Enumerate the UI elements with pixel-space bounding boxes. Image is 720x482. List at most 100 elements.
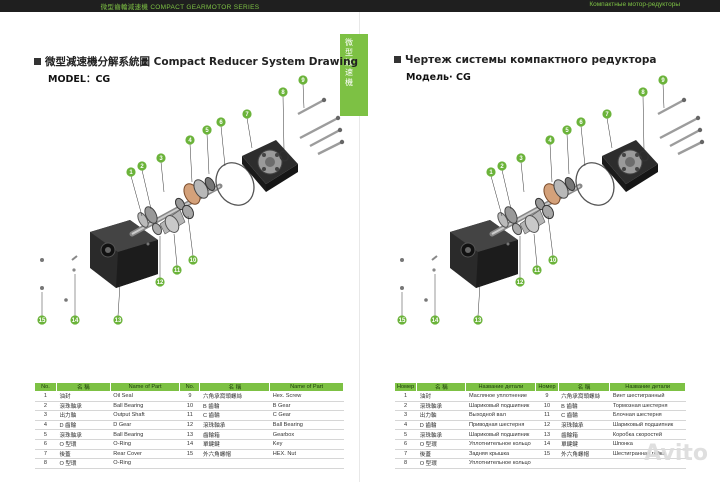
table-cell: 齒輪箱 [199, 429, 270, 440]
rear-cover-part [242, 140, 298, 192]
callout-3: 3 [156, 153, 166, 163]
table-cell: Тормозная шестерня [609, 401, 686, 412]
hex-screws-part [297, 97, 345, 156]
table-cell: 單鍵鍵 [558, 439, 610, 450]
column-header: Название детали [465, 382, 537, 392]
column-header: Название детали [609, 382, 686, 392]
table-cell: 14 [179, 439, 200, 450]
table-cell: O 型環 [56, 439, 111, 450]
callout-label: 13 [475, 318, 482, 324]
callout-14: 14 [430, 315, 440, 325]
table-cell: O 型環 [416, 458, 466, 469]
table-cell: Шариковый подшипник [465, 401, 536, 412]
table-cell: Винт шестигранный [609, 391, 686, 402]
column-header: Name of Part [109, 382, 181, 392]
table-cell [535, 458, 559, 469]
gearbox-part [90, 220, 158, 288]
callout-label: 12 [517, 280, 524, 286]
table-cell: 六角承窩頭螺絲 [558, 391, 610, 402]
callout-6: 6 [576, 117, 586, 127]
table-cell: 7 [394, 449, 417, 460]
watermark: Avito [644, 441, 708, 466]
callout-label: 6 [579, 120, 583, 126]
key-part [431, 255, 438, 261]
table-cell: D 齒輪 [56, 420, 111, 431]
callout-14: 14 [70, 315, 80, 325]
table-cell: 後蓋 [416, 449, 466, 460]
table-cell [558, 458, 610, 469]
table-cell: Шариковый подшипник [609, 420, 686, 431]
gear-cluster [159, 177, 216, 235]
table-cell: 8 [394, 458, 417, 469]
callout-3: 3 [516, 153, 526, 163]
table-cell: Приводная шестерня [465, 420, 536, 431]
table-cell: 齒輪箱 [558, 429, 610, 440]
table-cell: Блочная шестерня [609, 410, 686, 421]
right-model: Модель· CG [406, 72, 471, 83]
callout-12: 12 [155, 277, 165, 287]
top-bar: 微型齒輪減速機 COMPACT GEARMOTOR SERIES Компакт… [0, 0, 720, 12]
callout-label: 7 [245, 112, 249, 118]
table-cell: B Gear [269, 401, 344, 412]
table-cell: 外六角螺帽 [558, 449, 610, 460]
column-header: Номер [393, 382, 418, 392]
table-cell: 滾珠軸承 [558, 420, 610, 431]
table-cell: 滾珠軸承 [416, 401, 466, 412]
callout-4: 4 [545, 135, 555, 145]
table-cell: Шпонка [609, 439, 686, 450]
callout-label: 15 [39, 318, 46, 324]
table-cell: 出力軸 [56, 410, 111, 421]
callout-label: 9 [301, 78, 305, 84]
table-cell: C Gear [269, 410, 344, 421]
column-header: 名 稱 [416, 382, 467, 392]
side-tab: 微型減速機 [340, 34, 360, 116]
table-cell: D Gear [110, 420, 180, 431]
callout-5: 5 [202, 125, 212, 135]
table-cell: 14 [535, 439, 559, 450]
table-cell: 13 [179, 429, 200, 440]
table-cell: 滾珠軸承 [416, 429, 466, 440]
table-cell: 4 [394, 420, 417, 431]
callout-label: 3 [159, 156, 163, 162]
callout-12: 12 [515, 277, 525, 287]
small-o-ring-part [279, 150, 289, 162]
side-tab-label: 微型減速機 [345, 38, 353, 87]
table-cell: 10 [179, 401, 200, 412]
callout-8: 8 [278, 87, 288, 97]
table-cell: Ball Bearing [269, 420, 344, 431]
table-cell: 11 [535, 410, 559, 421]
table-cell: Задняя крышка [465, 449, 536, 460]
table-cell: Key [269, 439, 344, 450]
callout-label: 11 [174, 268, 181, 274]
callout-15: 15 [397, 315, 407, 325]
callout-11: 11 [172, 265, 182, 275]
table-cell: 9 [535, 391, 559, 402]
rear-cover-part [602, 140, 658, 192]
table-cell: C 齒輪 [558, 410, 610, 421]
table-cell: 12 [179, 420, 200, 431]
table-cell: Уплотнительное кольцо [465, 439, 536, 450]
table-cell: O-Ring [110, 439, 180, 450]
callout-label: 11 [534, 268, 541, 274]
callout-label: 14 [432, 318, 439, 324]
table-cell: Ball Bearing [110, 429, 180, 440]
table-cell: 滾珠軸承 [56, 429, 111, 440]
table-cell: 出力軸 [416, 410, 466, 421]
column-header: No. [34, 382, 57, 392]
callout-label: 13 [115, 318, 122, 324]
table-cell: 滾珠軸承 [56, 401, 111, 412]
table-cell [199, 458, 270, 469]
